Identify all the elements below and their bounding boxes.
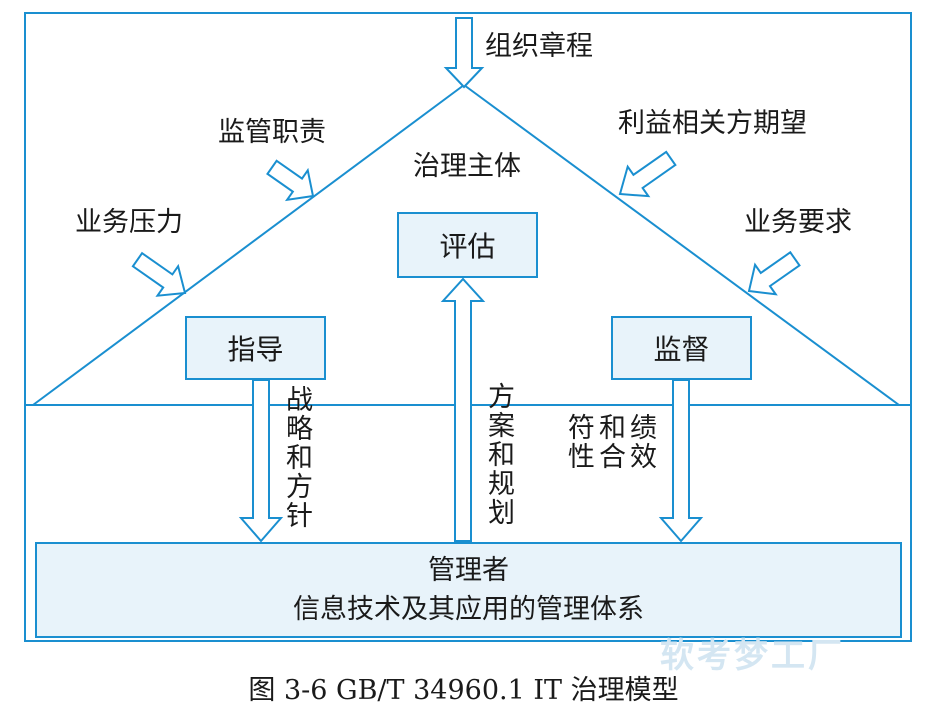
monitor-box: 监督 [611,316,752,380]
charter-arrow [443,17,485,89]
plans-arrow [440,277,486,542]
strategy-arrow [238,379,284,543]
performance-line-2: 和合 [593,413,625,471]
diagram-frame [24,12,912,642]
business-requirement-arrow [747,250,801,296]
business-pressure-arrow [131,251,187,297]
triangle-right-edge [463,84,900,406]
manager-title: 管理者 [428,554,509,586]
manager-system: 信息技术及其应用的管理体系 [293,594,644,625]
manager-box: 管理者 信息技术及其应用的管理体系 [35,542,902,638]
plans-proposals-label: 方案和规划 [483,382,515,527]
stakeholder-expectation-arrow [618,150,677,198]
business-requirement-label: 业务要求 [744,207,852,238]
figure-caption: 图 3-6 GB/T 34960.1 IT 治理模型 [248,675,679,706]
business-pressure-label: 业务压力 [75,207,183,238]
governance-body-title: 治理主体 [413,151,521,182]
charter-label: 组织章程 [485,31,593,62]
regulatory-duty-label: 监管职责 [218,117,326,148]
evaluate-box: 评估 [397,212,538,278]
performance-conformance-label: 绩效 和合 符性 [563,413,656,525]
direct-box: 指导 [185,316,326,380]
performance-line-1: 绩效 [625,413,656,471]
performance-arrow [658,379,704,543]
performance-line-3: 符性 [562,413,594,471]
watermark-logo: 软考梦工厂 [660,636,845,676]
stakeholder-expectation-label: 利益相关方期望 [618,108,807,139]
triangle-left-edge [32,84,465,406]
regulatory-duty-arrow [266,159,315,202]
strategy-policy-label: 战略和方针 [281,385,313,530]
